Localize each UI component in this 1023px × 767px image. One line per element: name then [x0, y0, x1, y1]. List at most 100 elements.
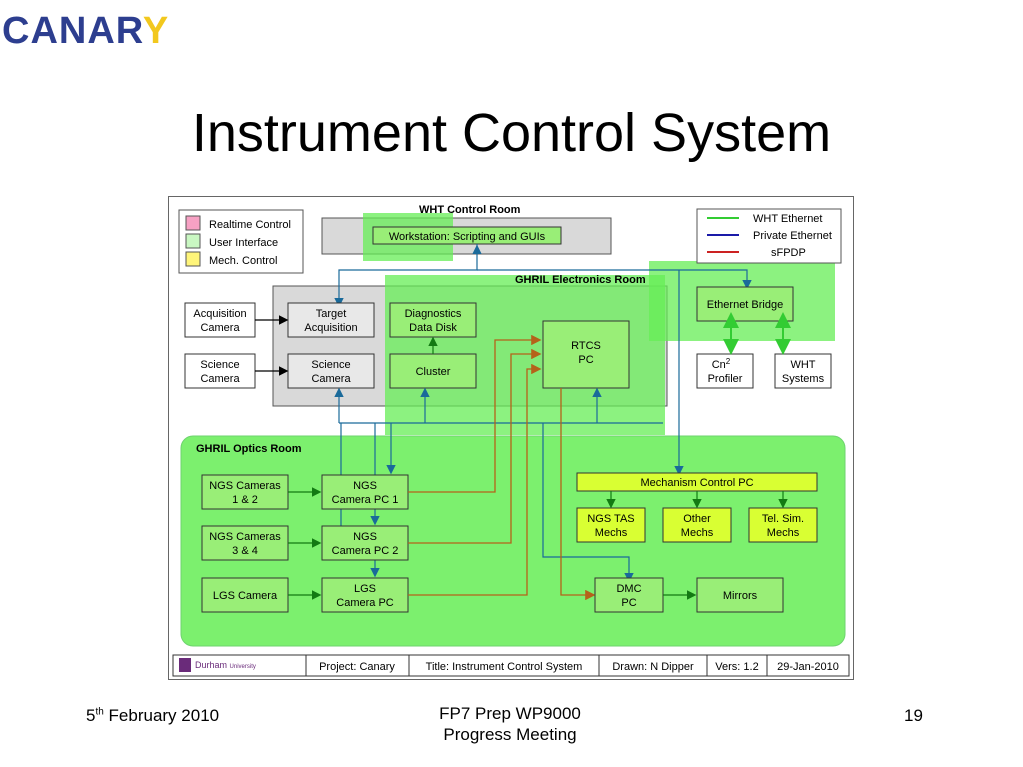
optics-room-title: GHRIL Optics Room — [196, 443, 302, 455]
legend-private-ethernet-label: Private Ethernet — [753, 230, 832, 242]
mirrors-label: Mirrors — [723, 590, 758, 602]
legend-ui-swatch — [185, 233, 201, 249]
legend-realtime-label: Realtime Control — [209, 219, 291, 231]
footer-meeting-line2: Progress Meeting — [443, 725, 577, 744]
ngs-pc2-box — [321, 525, 409, 561]
ws-bus-line — [334, 244, 478, 308]
ngs34-l1: NGS Cameras — [209, 531, 281, 543]
mirrors-box — [696, 577, 784, 613]
ngs12-box — [201, 474, 289, 510]
tel-sim-l1: Tel. Sim. — [762, 513, 804, 525]
diag-disk-l2: Data Disk — [409, 322, 457, 334]
pc2-to-rtcs — [408, 348, 542, 544]
logo-text-main: CANAR — [2, 10, 143, 52]
footer-date-rest: February 2010 — [103, 706, 220, 725]
rtcs-pc-box — [542, 320, 630, 389]
acq-camera-l1: Acquisition — [193, 308, 246, 320]
footer-date-day: 5 — [86, 706, 96, 725]
ngs-pc1-l1: NGS — [353, 480, 377, 492]
ngs-tas-l2: Mechs — [595, 527, 628, 539]
page-number: 19 — [904, 706, 923, 725]
acq-camera-l2: Camera — [200, 322, 240, 334]
electronics-room-title: GHRIL Electronics Room — [515, 274, 646, 286]
cn2-l2: Profiler — [708, 373, 743, 385]
workstation-label: Workstation: Scripting and GUIs — [389, 231, 546, 243]
ngs12-l1: NGS Cameras — [209, 480, 281, 492]
legend-mech-swatch — [185, 251, 201, 267]
rtcs-l1: RTCS — [571, 340, 601, 352]
tel-sim-box — [748, 507, 818, 543]
slide-title: Instrument Control System — [191, 103, 832, 163]
lgs-camera-label: LGS Camera — [213, 590, 278, 602]
ngs-pc2-l2: Camera PC 2 — [332, 545, 399, 557]
tel-sim-l2: Mechs — [767, 527, 800, 539]
ws-bus-right — [477, 269, 752, 290]
footer-meeting: FP7 Prep WP9000 Progress Meeting — [392, 703, 628, 745]
cluster-box — [389, 353, 477, 389]
dmc-l2: PC — [621, 597, 636, 609]
tb-project: Project: Canary — [319, 661, 395, 673]
ngs-pc1-l2: Camera PC 1 — [332, 494, 399, 506]
sci-camera-l1: Science — [200, 359, 239, 371]
lgs-pc-l1: LGS — [354, 583, 376, 595]
wht-systems-box — [774, 353, 832, 389]
other-mechs-box — [662, 507, 732, 543]
target-acq-l2: Acquisition — [304, 322, 357, 334]
tb-date: 29-Jan-2010 — [777, 661, 839, 673]
rtcs-to-dmc — [560, 388, 596, 601]
sci-camera-l2: Camera — [200, 373, 240, 385]
canary-logo: CANARY — [0, 6, 215, 54]
ngs-pc2-l1: NGS — [353, 531, 377, 543]
dmc-l1: DMC — [616, 583, 641, 595]
ngs-tas-box — [576, 507, 646, 543]
logo-wing-icon — [0, 6, 215, 54]
sci-camera-box — [184, 353, 256, 389]
legend-mech-label: Mech. Control — [209, 255, 277, 267]
priv-to-dmc — [542, 423, 634, 583]
legend-sfpdp-label: sFPDP — [771, 247, 806, 259]
diag-disk-l1: Diagnostics — [405, 308, 462, 320]
diagram-canvas: WHT Control Room GHRIL Electronics Room … — [172, 204, 850, 677]
logo-text: CANARY — [2, 10, 169, 53]
tb-drawn: Drawn: N Dipper — [612, 661, 694, 673]
lgs-pc-l2: Camera PC — [336, 597, 394, 609]
legend-realtime-swatch — [185, 215, 201, 231]
lgs-camera-box — [201, 577, 289, 613]
target-acq-box — [287, 302, 375, 338]
wht-systems-l2: Systems — [782, 373, 825, 385]
sci-camera-pc-box — [287, 353, 375, 389]
tb-version: Vers: 1.2 — [715, 661, 758, 673]
lgs-to-rtcs — [408, 363, 542, 596]
ngs-tas-l1: NGS TAS — [587, 513, 634, 525]
logo-text-y: Y — [142, 10, 170, 52]
sci-camera-pc-l2: Camera — [311, 373, 351, 385]
workstation-box — [372, 226, 562, 245]
durham-university: Durham University — [195, 660, 256, 670]
sci-camera-pc-l1: Science — [311, 359, 350, 371]
cluster-label: Cluster — [416, 366, 451, 378]
cn2-profiler-box — [696, 353, 754, 389]
other-mechs-l2: Mechs — [681, 527, 714, 539]
target-acq-l1: Target — [316, 308, 347, 320]
acq-camera-box — [184, 302, 256, 338]
ngs34-l2: 3 & 4 — [232, 545, 258, 557]
wht-systems-l1: WHT — [790, 359, 815, 371]
rtcs-l2: PC — [578, 354, 593, 366]
cn2-l1: Cn2 — [712, 357, 731, 371]
footer-date: 5th February 2010 — [86, 706, 219, 726]
wht-control-room-title: WHT Control Room — [419, 204, 521, 216]
eth-bridge-label: Ethernet Bridge — [707, 299, 783, 311]
ngs34-box — [201, 525, 289, 561]
ngs12-l2: 1 & 2 — [232, 494, 258, 506]
diag-disk-box — [389, 302, 477, 338]
other-mechs-l1: Other — [683, 513, 711, 525]
footer-date-sup: th — [95, 706, 104, 718]
tb-title: Title: Instrument Control System — [426, 661, 583, 673]
legend-wht-ethernet-label: WHT Ethernet — [753, 213, 823, 225]
title-block — [172, 654, 850, 677]
system-diagram: WHT Control Room GHRIL Electronics Room … — [168, 196, 854, 680]
ngs-pc1-box — [321, 474, 409, 510]
durham-crest-icon — [179, 658, 191, 672]
mech-pc-label: Mechanism Control PC — [640, 477, 753, 489]
dmc-pc-box — [594, 577, 664, 613]
